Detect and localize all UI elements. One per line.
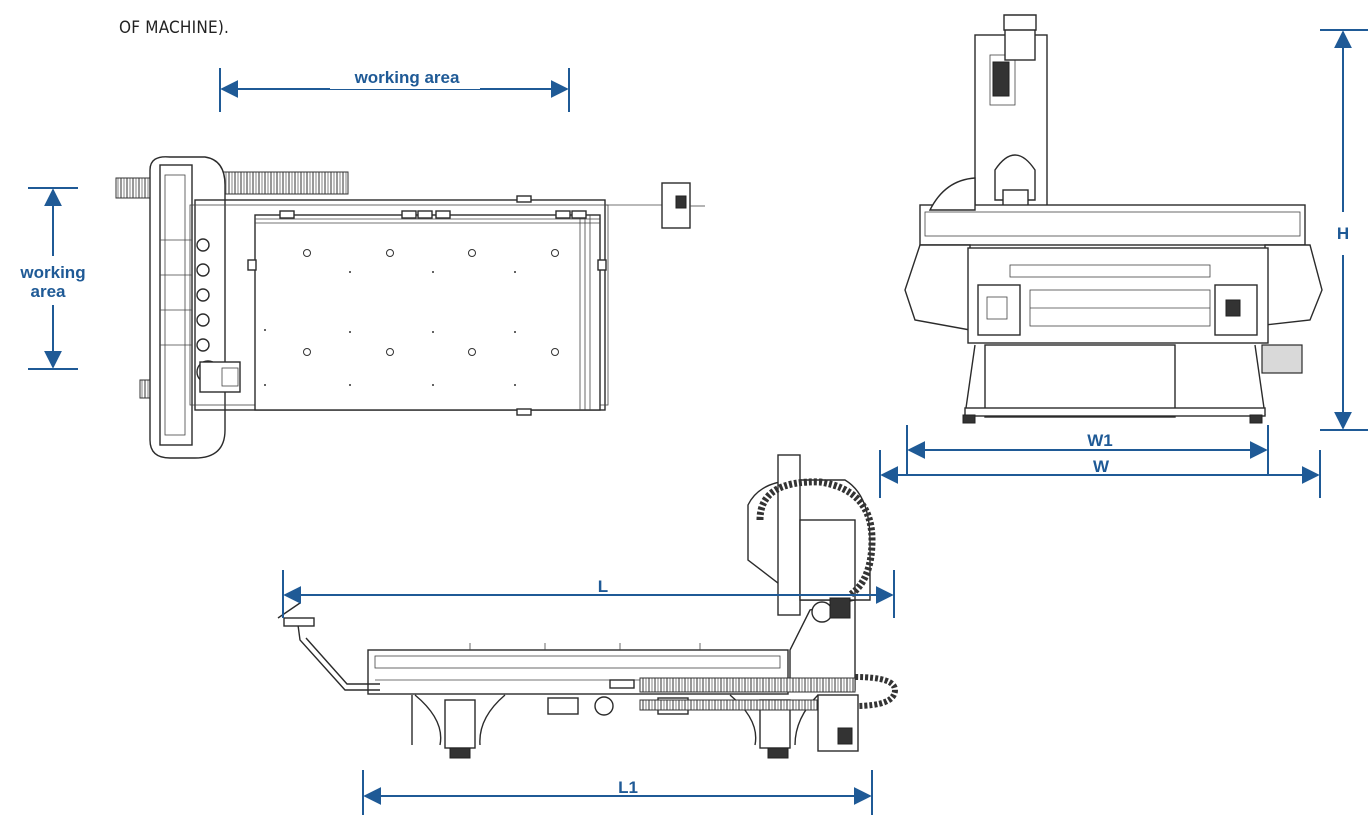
side-working-area-label-line1: working — [19, 263, 85, 282]
width-label: W — [1093, 457, 1110, 476]
side-view-machine — [277, 454, 899, 759]
side-working-area-label-line2: area — [31, 282, 67, 301]
dimension-lines — [28, 29, 1368, 815]
dimension-labels: working area working area H W1 W L L1 — [19, 67, 1349, 797]
top-working-area-label: working area — [354, 68, 460, 87]
width-inner-label: W1 — [1087, 431, 1113, 450]
height-label: H — [1337, 224, 1349, 243]
length-label: L — [598, 577, 608, 596]
page-caption: OF MACHINE). — [119, 18, 230, 38]
front-view-machine — [904, 14, 1323, 424]
top-view-machine — [115, 156, 705, 459]
length-inner-label: L1 — [618, 778, 638, 797]
